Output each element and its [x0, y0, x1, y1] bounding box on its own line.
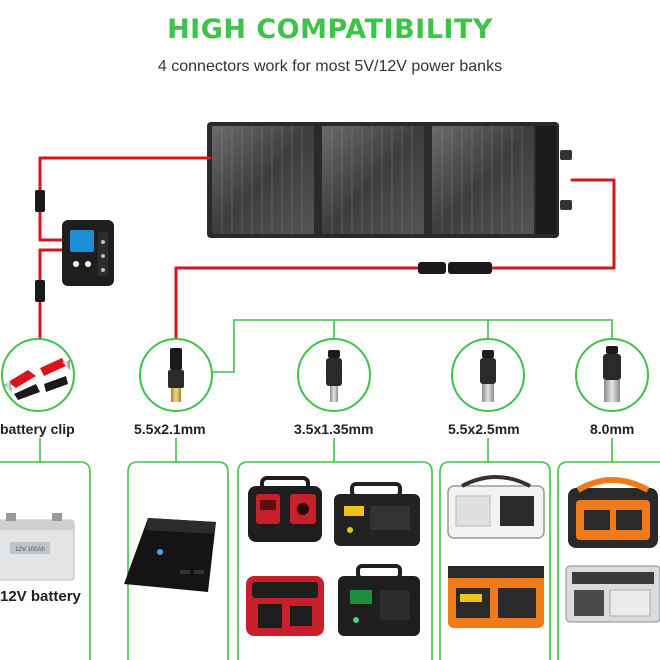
power-bank-icon	[124, 518, 216, 592]
connector-label-3-5x1-35: 3.5x1.35mm	[294, 421, 374, 437]
portable-power-station-icon	[568, 477, 658, 548]
dc-plug-icon	[326, 350, 342, 402]
connector-label-8-0mm: 8.0mm	[590, 421, 635, 437]
portable-power-station-icon	[338, 564, 420, 636]
lead-acid-battery-icon: 12V 100Ah	[0, 513, 75, 581]
connector-label-battery-clip: battery clip	[0, 421, 75, 437]
portable-power-station-icon	[334, 482, 420, 546]
portable-power-station-icon	[246, 576, 324, 636]
dc-plug-icon	[480, 350, 496, 402]
battery-print-text: 12V 100Ah	[15, 547, 45, 553]
portable-power-station-icon	[448, 566, 544, 628]
portable-power-station-icon	[565, 565, 660, 623]
dc-cable	[38, 156, 616, 352]
connector-lines	[0, 319, 660, 660]
page-subtitle: 4 connectors work for most 5V/12V power …	[157, 58, 503, 75]
dc-plug-icon	[168, 348, 184, 402]
battery-clip-icon	[4, 358, 70, 400]
portable-power-station-icon	[248, 476, 322, 542]
page-title: HIGH COMPATIBILITY	[167, 14, 493, 45]
portable-power-station-icon	[447, 475, 545, 539]
solar-panel-icon	[207, 122, 572, 238]
inline-cable-connector	[418, 262, 492, 274]
charge-controller-icon	[62, 220, 114, 286]
connector-label-5-5x2-5: 5.5x2.5mm	[448, 421, 520, 437]
device-label-12v-battery: 12V battery	[0, 588, 81, 605]
dc-plug-icon	[603, 346, 621, 402]
connector-label-5-5x2-1: 5.5x2.1mm	[134, 421, 206, 437]
